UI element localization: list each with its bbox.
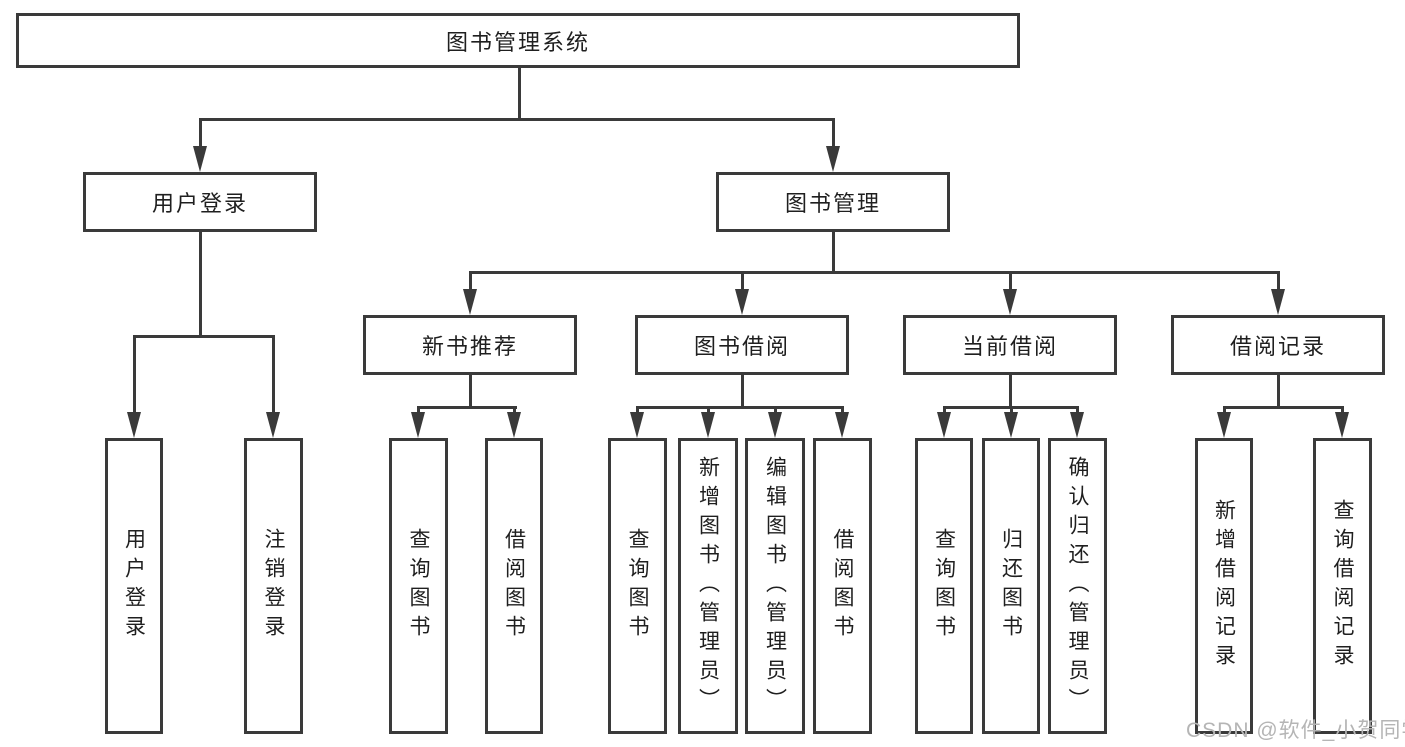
connector-line — [1277, 271, 1280, 293]
arrowhead-down-icon — [1271, 289, 1285, 315]
connector-line — [1341, 406, 1344, 415]
connector-line — [199, 232, 202, 337]
connector-line — [1223, 406, 1344, 409]
leaf-add-books-admin: 新增图书（管理员） — [678, 438, 738, 734]
csdn-watermark: CSDN @软件_小贺同学 — [1186, 719, 1405, 742]
arrowhead-down-icon — [1004, 412, 1018, 438]
connector-line — [832, 118, 835, 152]
connector-line — [1277, 375, 1280, 408]
connector-line — [1009, 271, 1012, 293]
connector-line — [1076, 406, 1079, 415]
node-root-library-system: 图书管理系统 — [16, 13, 1020, 68]
connector-line — [832, 232, 835, 274]
connector-line — [199, 118, 202, 152]
arrowhead-down-icon — [826, 146, 840, 172]
connector-line — [272, 335, 275, 415]
connector-line — [943, 406, 946, 415]
node-book-management: 图书管理 — [716, 172, 950, 232]
leaf-borrow-books-2: 借阅图书 — [813, 438, 872, 734]
node-user-login: 用户登录 — [83, 172, 317, 232]
connector-line — [469, 375, 472, 408]
arrowhead-down-icon — [1335, 412, 1349, 438]
leaf-return-books: 归还图书 — [982, 438, 1040, 734]
connector-line — [518, 68, 521, 120]
connector-line — [741, 375, 744, 408]
node-borrow-records: 借阅记录 — [1171, 315, 1385, 375]
connector-line — [417, 406, 517, 409]
connector-line — [133, 335, 275, 338]
leaf-query-books-2: 查询图书 — [608, 438, 667, 734]
node-current-borrowing: 当前借阅 — [903, 315, 1117, 375]
connector-line — [636, 406, 844, 409]
arrowhead-down-icon — [937, 412, 951, 438]
arrowhead-down-icon — [630, 412, 644, 438]
arrowhead-down-icon — [127, 412, 141, 438]
arrowhead-down-icon — [1217, 412, 1231, 438]
connector-line — [469, 271, 1280, 274]
arrowhead-down-icon — [193, 146, 207, 172]
connector-line — [741, 271, 744, 293]
leaf-add-borrow-record: 新增借阅记录 — [1195, 438, 1253, 734]
leaf-edit-books-admin: 编辑图书（管理员） — [745, 438, 805, 734]
connector-line — [636, 406, 639, 415]
arrowhead-down-icon — [768, 412, 782, 438]
connector-line — [1223, 406, 1226, 415]
node-new-book-recommend: 新书推荐 — [363, 315, 577, 375]
connector-line — [774, 406, 777, 415]
leaf-confirm-return-admin: 确认归还（管理员） — [1048, 438, 1107, 734]
connector-line — [417, 406, 420, 415]
connector-line — [513, 406, 516, 415]
leaf-user-login: 用户登录 — [105, 438, 163, 734]
node-book-borrowing: 图书借阅 — [635, 315, 849, 375]
connector-line — [199, 118, 835, 121]
leaf-query-books-3: 查询图书 — [915, 438, 973, 734]
leaf-borrow-books-1: 借阅图书 — [485, 438, 543, 734]
arrowhead-down-icon — [835, 412, 849, 438]
leaf-query-borrow-record: 查询借阅记录 — [1313, 438, 1372, 734]
connector-line — [841, 406, 844, 415]
connector-line — [1010, 406, 1013, 415]
arrowhead-down-icon — [1070, 412, 1084, 438]
arrowhead-down-icon — [701, 412, 715, 438]
connector-line — [1009, 375, 1012, 408]
connector-line — [133, 335, 136, 415]
connector-line — [469, 271, 472, 293]
arrowhead-down-icon — [463, 289, 477, 315]
arrowhead-down-icon — [266, 412, 280, 438]
arrowhead-down-icon — [507, 412, 521, 438]
arrowhead-down-icon — [1003, 289, 1017, 315]
arrowhead-down-icon — [735, 289, 749, 315]
arrowhead-down-icon — [411, 412, 425, 438]
connector-line — [707, 406, 710, 415]
leaf-logout: 注销登录 — [244, 438, 303, 734]
leaf-query-books-1: 查询图书 — [389, 438, 448, 734]
